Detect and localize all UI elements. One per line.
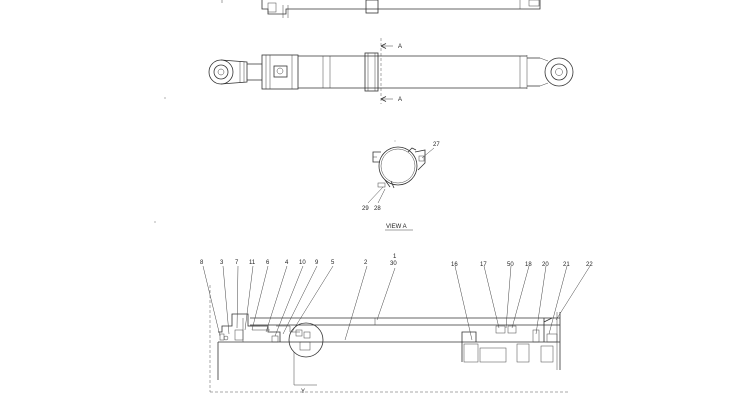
callout-4: 4 xyxy=(285,260,289,266)
view-a-tube-outer xyxy=(378,146,418,186)
callout-18: 18 xyxy=(525,262,532,268)
callout-3: 3 xyxy=(220,260,224,266)
assembly-head xyxy=(218,313,281,342)
cylinder-side-view xyxy=(208,38,574,104)
callout-9: 9 xyxy=(315,260,319,266)
callout-2: 2 xyxy=(364,260,368,266)
view-a-title: VIEW A xyxy=(386,224,407,230)
sectional-assembly xyxy=(209,285,570,393)
detail-mark-y: Y xyxy=(301,389,305,395)
callout-28: 28 xyxy=(374,206,381,212)
callout-8: 8 xyxy=(200,260,204,266)
assembly-tube-wall xyxy=(250,317,560,326)
callout-11: 11 xyxy=(249,260,256,266)
callout-5: 5 xyxy=(331,260,335,266)
callout-20: 20 xyxy=(542,262,549,268)
detail-y-circle xyxy=(288,322,324,358)
assembly-piston xyxy=(461,331,477,362)
callout-7: 7 xyxy=(235,260,239,266)
rod-eye-outer xyxy=(208,59,234,85)
callout-30: 30 xyxy=(390,261,397,267)
top-partial-view xyxy=(221,0,541,18)
tube-clamp xyxy=(364,52,379,92)
callout-21: 21 xyxy=(563,262,570,268)
callout-1: 1 xyxy=(393,254,397,260)
base-eye-inner xyxy=(550,63,568,81)
callout-16: 16 xyxy=(451,262,458,268)
section-mark-top: A xyxy=(398,44,402,50)
callout-22: 22 xyxy=(586,262,593,268)
cylinder-head xyxy=(261,54,299,90)
view-a-section xyxy=(372,146,426,189)
callout-29: 29 xyxy=(362,206,369,212)
callout-17: 17 xyxy=(480,262,487,268)
callout-6: 6 xyxy=(266,260,270,266)
callout-27: 27 xyxy=(433,142,440,148)
cylinder-tube xyxy=(298,55,527,89)
callout-10: 10 xyxy=(299,260,306,266)
base-eye-outer xyxy=(544,57,574,87)
callout-50: 50 xyxy=(507,262,514,268)
section-mark-bottom: A xyxy=(398,97,402,103)
rod-eye-inner xyxy=(213,64,229,80)
